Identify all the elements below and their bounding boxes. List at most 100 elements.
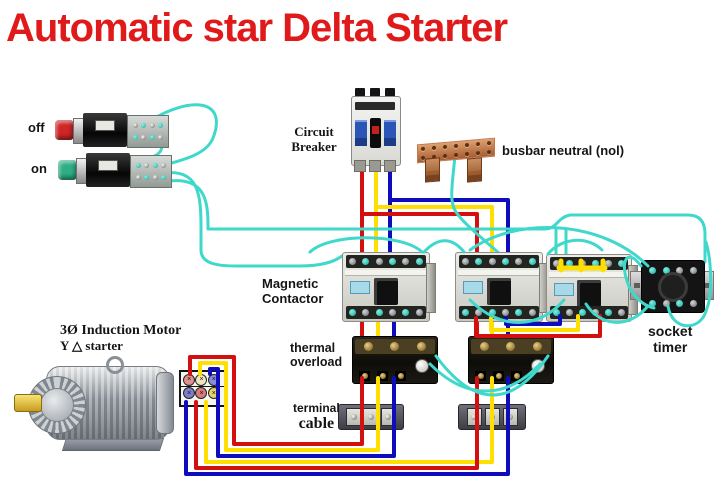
- overload-bottom-terminals: [359, 371, 409, 381]
- wire-branch-blue: [388, 198, 510, 260]
- contactor-bottom-terminals: [346, 306, 426, 319]
- wire-loop1-yellow: [198, 361, 380, 452]
- motor-lifting-eye: [106, 356, 124, 374]
- circuit-breaker-label-line1: Circuit: [294, 124, 334, 139]
- off-push-button: [55, 110, 169, 150]
- contactor-top-terminals: [346, 255, 426, 268]
- motor-label-line2: Y △ starter: [60, 337, 123, 353]
- circuit-breaker-label: Circuit Breaker: [282, 124, 346, 154]
- on-push-button: [58, 150, 172, 190]
- terminal-cable-label-line2: cable: [298, 415, 335, 433]
- contactor-label-patch: [554, 283, 574, 296]
- contactor-label-patch: [463, 281, 483, 294]
- thermal-overload-label: thermal overload: [290, 341, 342, 369]
- breaker-terminal: [385, 88, 395, 100]
- overload-top-terminals: [471, 339, 551, 354]
- socket-bottom-screws: [646, 297, 700, 309]
- rail-slot: [704, 283, 710, 288]
- magnetic-contactor-label-line1: Magnetic: [262, 276, 319, 291]
- socket-timer: [641, 260, 705, 313]
- motor-shaft: [14, 394, 42, 412]
- wire-delta-red: [474, 314, 602, 338]
- page-title: Automatic star Delta Starter: [6, 6, 508, 50]
- wire-overload-arc-2: [434, 354, 550, 397]
- wire-on-to-coil1: [152, 171, 344, 268]
- wire-loop1-blue: [208, 367, 396, 458]
- contactor-armature: [577, 280, 601, 307]
- wire-loop2-yellow: [204, 376, 494, 464]
- motor-label-line1: 3Ø Induction Motor: [60, 323, 182, 338]
- on-label: on: [31, 161, 47, 176]
- motor-label: 3Ø Induction Motor Y △ starter: [60, 323, 181, 353]
- circuit-breaker: [351, 88, 401, 172]
- wire-arc-c2-timer: [468, 226, 650, 268]
- on-button-tag: [98, 160, 118, 171]
- contactor-band: [458, 270, 540, 276]
- overload-bottom-terminals: [475, 371, 525, 381]
- wire-loop2-red: [194, 376, 479, 470]
- socket-pin-ring: [658, 271, 688, 302]
- wire-overload-arc-1: [428, 362, 542, 393]
- rail-slot: [634, 283, 640, 288]
- breaker-toggle-mark: [372, 126, 379, 134]
- wire-timer-loop-left: [584, 302, 650, 324]
- wire-off-loop: [144, 103, 218, 169]
- breaker-label-strip: [355, 102, 395, 110]
- socket-timer-label-line1: socket: [648, 323, 693, 339]
- thermal-overload-label-line1: thermal: [290, 341, 336, 355]
- contactor-label-patch: [350, 281, 370, 294]
- wire-arc-c1: [308, 236, 424, 254]
- wire-loop1-red: [188, 355, 364, 446]
- contactor-side-rail: [426, 263, 436, 313]
- wire-arc-c2-c3: [468, 298, 566, 324]
- wire-arc-c3: [546, 238, 604, 256]
- overload-top-terminals: [355, 339, 435, 354]
- wire-branch-red: [360, 212, 479, 260]
- wire-loop2-blue: [184, 376, 510, 476]
- breaker-face-right: [384, 120, 396, 146]
- induction-motor: [14, 352, 186, 456]
- motor-terminal: ×: [195, 387, 208, 400]
- socket-timer-label-line2: timer: [653, 338, 688, 355]
- breaker-face-left: [355, 120, 367, 146]
- contactor-band: [549, 272, 629, 278]
- terminal-box-divider: [181, 386, 226, 387]
- wire-arc-c1-c2: [422, 239, 466, 254]
- magnetic-contactor-1: [342, 252, 436, 322]
- off-contact-block: [127, 115, 169, 148]
- breaker-terminal: [355, 88, 365, 100]
- thermal-overload-label-line2: overload: [290, 355, 343, 369]
- contactor-armature: [374, 278, 398, 305]
- on-contact-block: [130, 155, 172, 188]
- overload-reset-button: [415, 359, 429, 373]
- motor-terminal: ×: [183, 387, 196, 400]
- wire-delta-yellow: [489, 314, 580, 332]
- off-button-cap: [55, 120, 74, 140]
- wire-timer-hook: [622, 255, 656, 310]
- star-jumper-stubs: [558, 258, 606, 273]
- motor-bell-hub: [40, 388, 74, 422]
- breaker-terminal: [384, 160, 396, 172]
- socket-top-screws: [646, 264, 700, 276]
- off-label: off: [28, 120, 45, 135]
- contactor-band: [345, 270, 427, 276]
- terminal-cable-label: terminal cable: [293, 401, 340, 433]
- magnetic-contactor-label: Magnetic Contactor: [262, 276, 324, 306]
- circuit-breaker-label-line2: Breaker: [291, 138, 337, 154]
- contactor-bottom-terminals: [550, 306, 628, 319]
- contactor-top-terminals: [459, 255, 539, 268]
- wire-branch-yellow: [374, 205, 494, 260]
- breaker-terminal: [354, 160, 366, 172]
- contactor-armature: [487, 278, 511, 305]
- wire-timer-loop-right: [666, 240, 713, 328]
- off-button-tag: [95, 120, 115, 131]
- magnetic-contactor-label-line2: Contactor: [262, 290, 324, 306]
- breaker-terminal: [369, 160, 381, 172]
- motor-end-ring: [156, 372, 174, 434]
- socket-timer-label: socket timer: [648, 323, 693, 355]
- breaker-terminal: [370, 88, 380, 100]
- on-button-cap: [58, 160, 77, 180]
- on-contact-screws: [134, 160, 168, 183]
